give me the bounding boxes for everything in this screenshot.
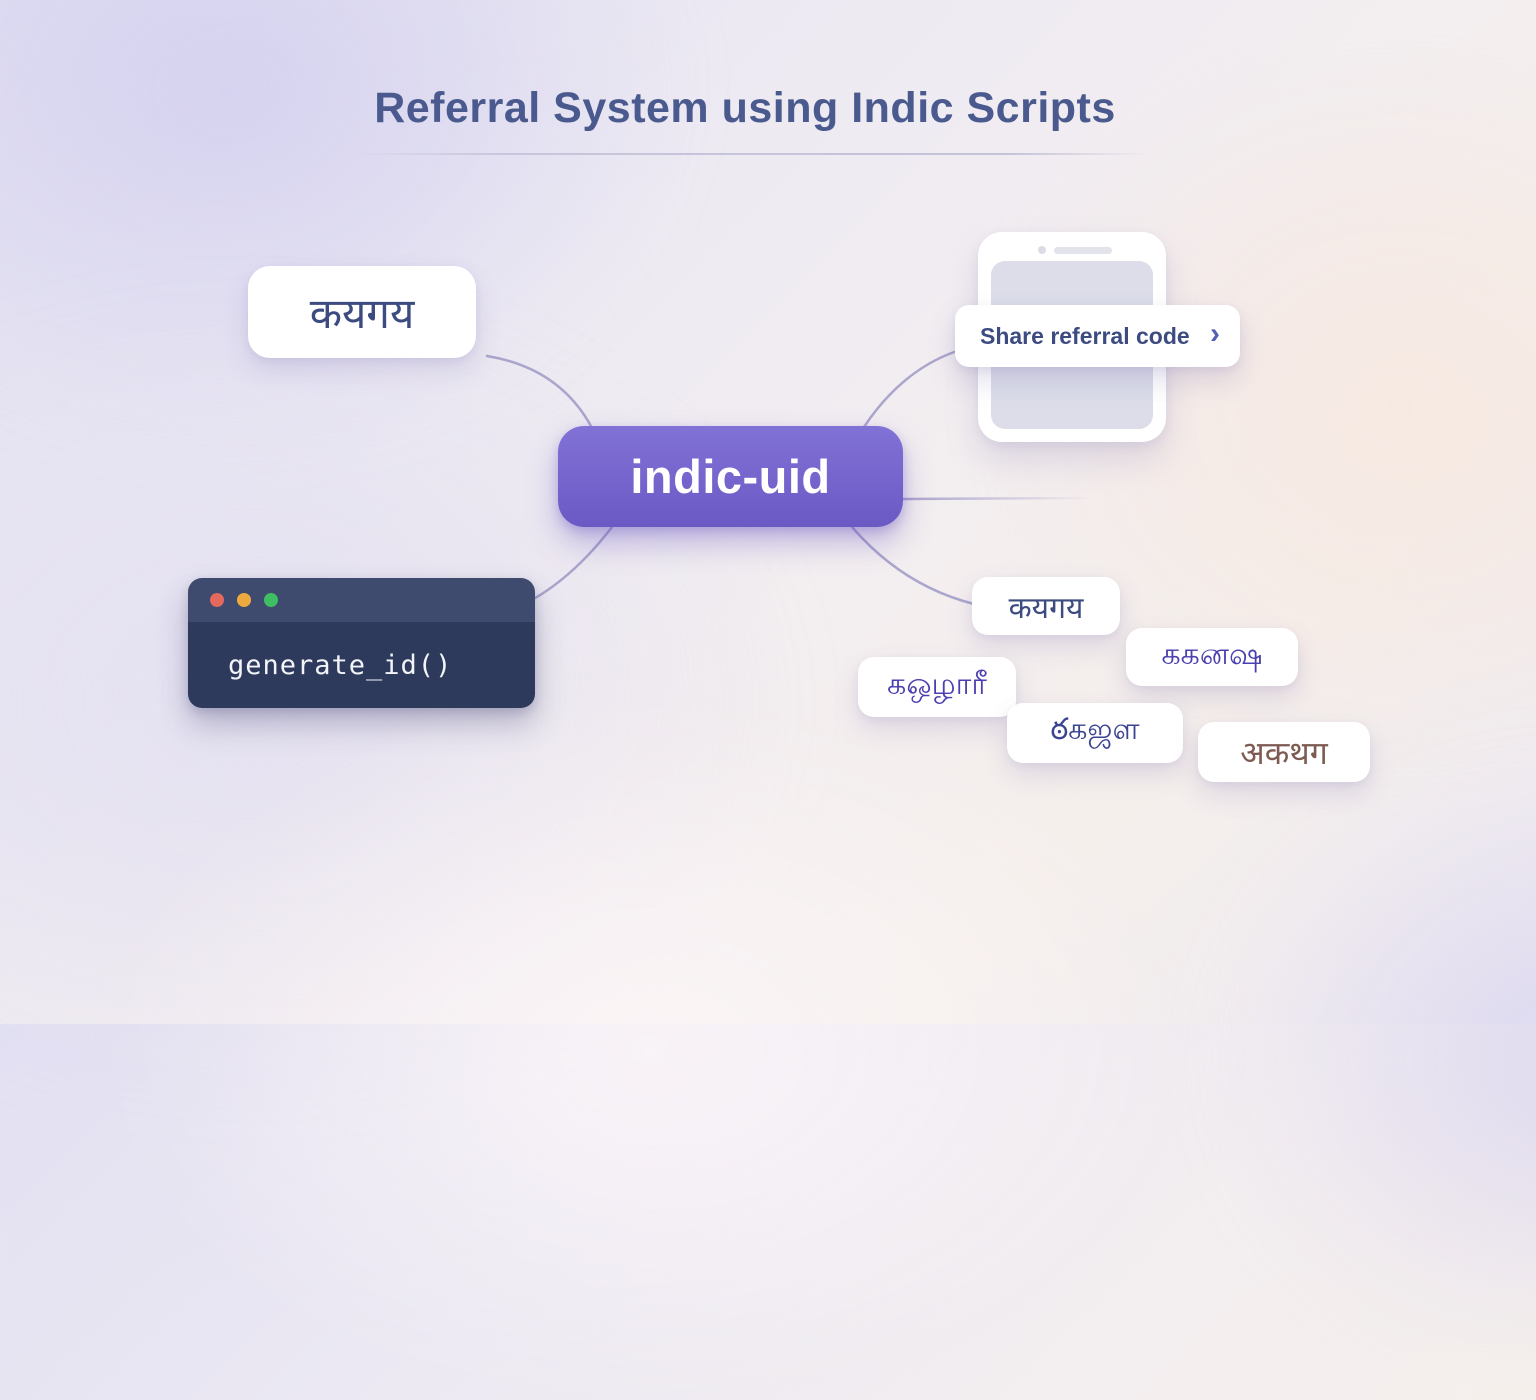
source-script-card: कयगय xyxy=(248,266,476,358)
chevron-right-icon: › xyxy=(1210,317,1220,350)
generated-id-text: कयगय xyxy=(1008,591,1084,625)
generated-id-card: ககனஷ xyxy=(1126,628,1298,686)
phone-speaker-bar xyxy=(1054,247,1112,254)
close-dot-icon xyxy=(210,593,224,607)
generated-id-card: கஒழாரீ xyxy=(858,657,1016,717)
connector-id-cluster xyxy=(850,525,976,606)
generated-id-text: கஒழாரீ xyxy=(887,668,987,701)
connector-source-card xyxy=(485,354,594,430)
connector-right-spoke xyxy=(902,496,1093,501)
source-script-text: कयगय xyxy=(309,289,415,337)
terminal-title-bar xyxy=(188,578,535,622)
minimize-dot-icon xyxy=(237,593,251,607)
share-referral-label: Share referral code xyxy=(980,322,1190,349)
generated-id-card: कयगय xyxy=(972,577,1120,635)
generated-id-text: अकथग xyxy=(1240,734,1328,771)
page-title: Referral System using Indic Scripts xyxy=(374,84,1116,132)
generated-id-card: अकथग xyxy=(1198,722,1370,782)
terminal-body: generate_id() xyxy=(188,622,535,708)
maximize-dot-icon xyxy=(264,593,278,607)
indic-uid-node: indic-uid xyxy=(558,426,903,527)
generated-id-text: ఠகஜள xyxy=(1050,712,1140,746)
connector-phone xyxy=(862,349,959,429)
generated-id-text: ககனஷ xyxy=(1161,638,1263,671)
title-underline xyxy=(350,153,1150,155)
share-referral-button[interactable]: Share referral code › xyxy=(955,305,1240,367)
phone-camera-dot xyxy=(1038,246,1046,254)
generated-id-card: ఠகஜள xyxy=(1007,703,1183,763)
code-terminal-window: generate_id() xyxy=(188,578,535,708)
indic-uid-label: indic-uid xyxy=(630,450,831,503)
code-text: generate_id() xyxy=(228,649,453,681)
